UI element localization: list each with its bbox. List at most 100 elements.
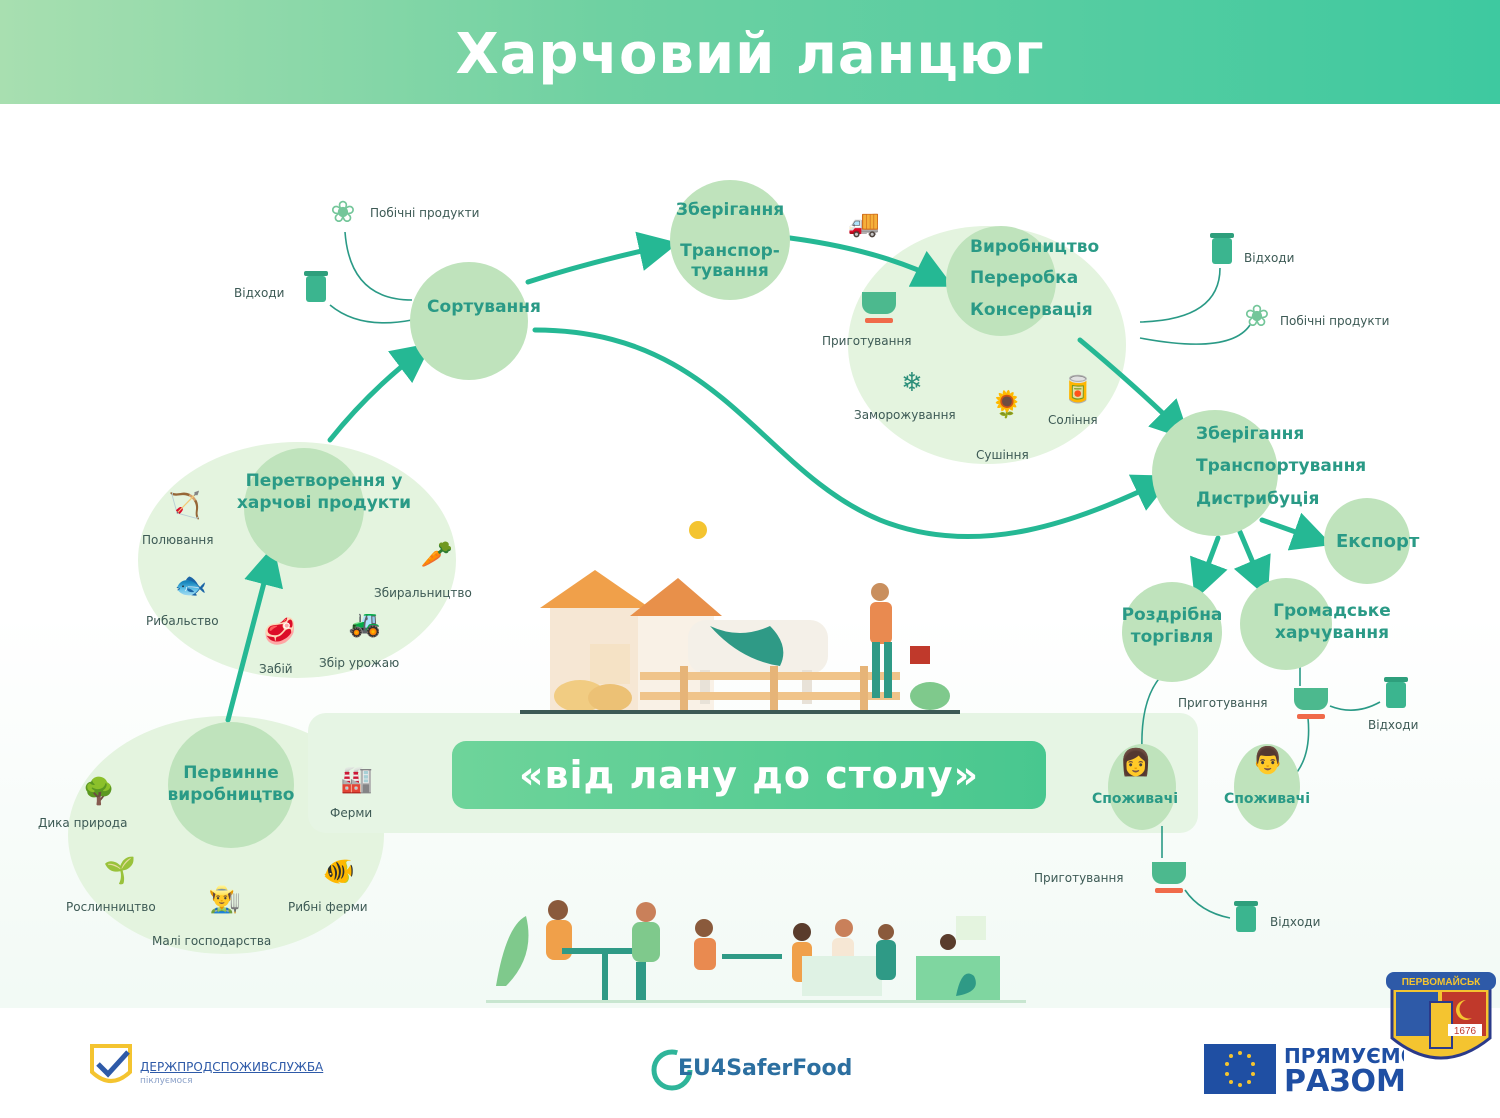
leaf-icon: ❀ [1244,299,1270,334]
label-waste-home: Відходи [1270,915,1321,929]
label-waste-left: Відходи [234,286,285,300]
hunter-icon: 🏹 [168,491,202,521]
recycle-bin-icon [304,271,328,302]
meat-icon: 🥩 [263,617,297,647]
consumers-right-circle [1234,744,1300,830]
link-waste-right [1139,267,1221,323]
header-bar: Харчовий ланцюг [0,0,1500,104]
bush-icon: 🌳 [82,777,116,807]
cooking-pot-icon [862,292,896,323]
farm-icon: 🏭 [340,765,374,795]
label-small-farms: Малі господарства [152,934,272,948]
gov-logo-subtext: піклуємося [140,1076,193,1086]
node-primary: Первинне виробництво [167,763,295,806]
consumer-man-icon: 👨 [1251,746,1285,776]
label-waste-right: Відходи [1244,251,1295,265]
label-plant-growing: Рослинництво [66,900,156,914]
label-farms: Ферми [330,806,373,820]
label-wild-nature: Дика природа [38,816,128,830]
eu-flag-icon [1204,1044,1276,1094]
label-slaughter: Забій [259,662,293,676]
primary-circle [168,722,294,848]
recycle-bin-icon [1234,901,1258,932]
emblem-text: ПЕРВОМАЙСЬК [1402,975,1481,988]
storage2-circle [1152,410,1278,536]
arrow-sorting-storage2-curve [532,327,1174,540]
label-freezing: Заморожування [854,408,956,422]
city-emblem-icon: 1676 ПЕРВОМАЙСЬК [1386,972,1496,1060]
arrow-sorting-storage1 [525,231,679,285]
tractor-icon: 🚜 [348,609,382,639]
leaf-icon: ❀ [330,195,356,230]
farm-to-table-banner: «від лану до столу» [452,741,1046,809]
catering-circle [1240,578,1332,670]
export-circle [1324,498,1410,584]
fish-icon: 🐟 [174,571,208,601]
recycle-bin-icon [1384,677,1408,708]
cooking-pot-icon [1294,688,1328,719]
carrot-icon: 🥕 [420,540,454,570]
label-drying: Сушіння [976,448,1029,462]
arrow-storage1-production [787,235,954,287]
label-byproducts-left: Побічні продукти [370,206,480,220]
checkmark-shield-icon [90,1044,132,1083]
arrow-transform-sorting [327,342,432,443]
gov-logo-text: ДЕРЖПРОДСПОЖИВСЛУЖБА [140,1060,324,1074]
label-fish-farms: Рибні ферми [288,900,368,914]
page-title: Харчовий ланцюг [455,22,1045,87]
link-cooking-waste-catering [1329,701,1381,711]
footer: ДЕРЖПРОДСПОЖИВСЛУЖБА піклуємося EU4Safer… [0,972,1500,1118]
cooking-pot-icon [1152,862,1186,893]
eu4saferfood-ring-icon [651,1049,693,1091]
arrow-storage2-catering [1233,529,1271,598]
jars-icon: 🥫 [1061,375,1095,405]
consumer-woman-icon: 👩 [1119,748,1153,778]
node-consumers-left: Споживачі [1091,791,1179,807]
production-circle [946,226,1056,336]
together-logo-line2: РАЗОМ [1284,1064,1404,1099]
farm-illustration [520,521,960,714]
link-waste-left [329,304,413,324]
sorting-circle [410,262,528,380]
arrow-production-storage2 [1077,337,1191,441]
label-byproducts-right: Побічні продукти [1280,314,1390,328]
transform-circle [244,448,364,568]
retail-circle [1122,582,1222,682]
dining-illustration [486,900,1026,1003]
label-hunting: Полювання [142,533,214,547]
eu4saferfood-logo-text: EU4SaferFood [678,1056,853,1081]
label-cooking-production: Приготування [822,334,912,348]
label-cooking-catering: Приготування [1178,696,1268,710]
node-transform: Перетворення у харчові продукти [236,471,412,514]
node-sorting: Сортування [427,297,541,317]
node-production: Виробництво Переробка Консервація [970,237,1100,320]
banner-text: «від лану до столу» [518,753,980,797]
link-byproducts-left [344,231,413,301]
node-storage1: Зберігання Транспор- тування [675,200,785,282]
sunflower-icon: 🌻 [990,390,1024,420]
node-consumers-right: Споживачі [1223,791,1311,807]
sprout-icon: 🌱 [103,856,137,886]
label-harvest: Збір урожаю [319,656,400,670]
arrow-storage2-export [1259,512,1333,551]
label-cooking-home: Приготування [1034,871,1124,885]
label-waste-catering: Відходи [1368,718,1419,732]
fish-farm-icon: 🐠 [322,857,356,887]
node-retail: Роздрібна торгівля [1121,605,1223,648]
storage1-circle [670,180,790,300]
emblem-year: 1676 [1454,1026,1477,1037]
arrow-primary-transform [225,545,283,723]
freezer-icon: ❄ [901,368,923,398]
node-catering: Громадське харчування [1273,601,1391,644]
recycle-bin-icon [1210,233,1234,264]
farmer-icon: 👨‍🌾 [208,885,242,915]
link-byproducts-right [1139,324,1251,345]
label-fishing: Рибальство [146,614,219,628]
label-salting: Соління [1048,413,1098,427]
truck-icon: 🚚 [847,209,881,239]
node-export: Експорт [1336,531,1420,552]
consumers-left-circle [1108,744,1176,830]
together-logo-line1: ПРЯМУЄМО [1284,1044,1404,1068]
link-cooking-waste-home [1184,889,1231,919]
